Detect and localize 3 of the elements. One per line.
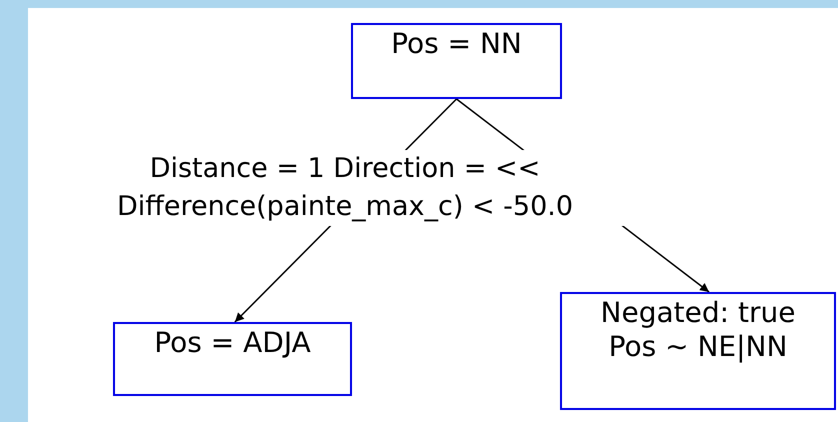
node-box: Pos = NN (351, 23, 562, 99)
node-box: Negated: true Pos ~ NE|NN (560, 292, 836, 410)
node-box: Pos = ADJA (113, 322, 352, 396)
